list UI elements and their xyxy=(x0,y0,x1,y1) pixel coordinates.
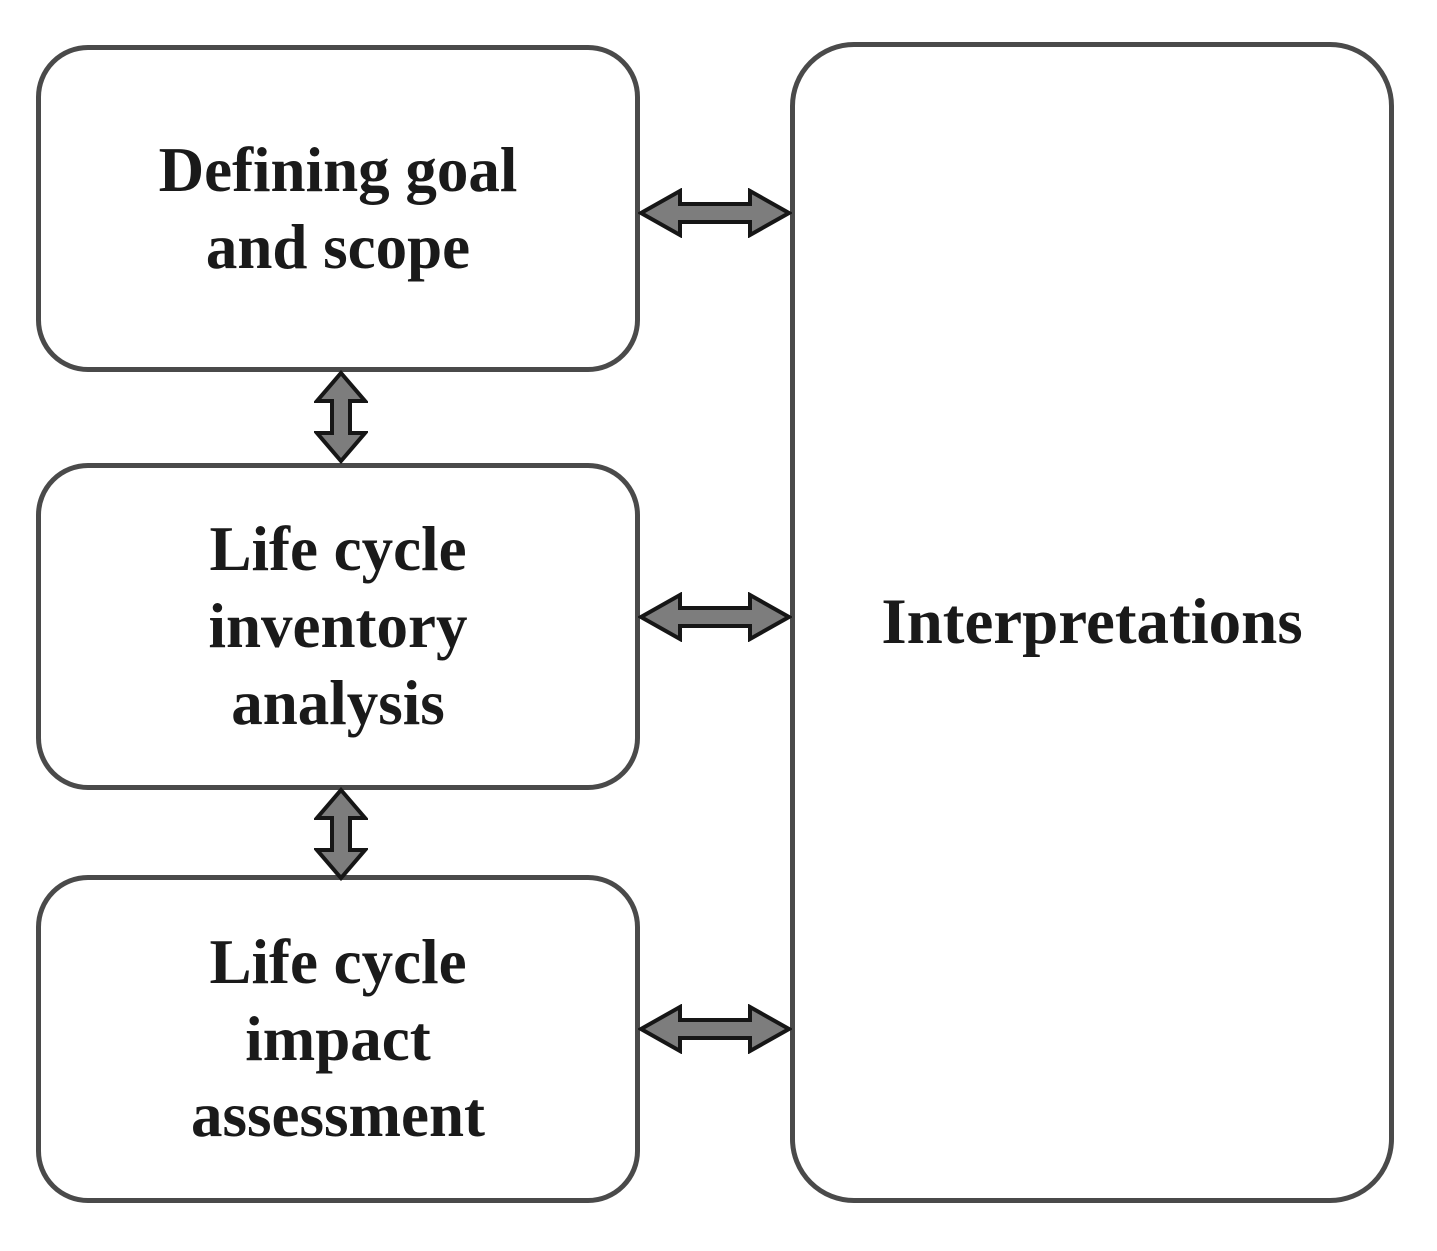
arrow-shape xyxy=(314,370,368,464)
box-label-life-cycle-inventory-analysis: Life cycle inventory analysis xyxy=(208,514,468,738)
bidirectional-arrow-goal-interpretations-icon xyxy=(638,188,792,238)
arrow-shape xyxy=(314,787,368,881)
box-label-life-cycle-impact-assessment: Life cycle impact assessment xyxy=(191,926,485,1151)
box-life-cycle-impact-assessment: Life cycle impact assessment xyxy=(36,875,640,1203)
bidirectional-arrow-impact-interpretations-icon xyxy=(638,1004,792,1054)
arrow-shape xyxy=(638,188,792,238)
bidirectional-arrow-inventory-interpretations-icon xyxy=(638,592,792,642)
box-label-defining-goal-and-scope: Defining goal and scope xyxy=(158,134,518,282)
box-label-interpretations: Interpretations xyxy=(881,585,1303,658)
arrow-shape xyxy=(638,1004,792,1054)
box-life-cycle-inventory-analysis: Life cycle inventory analysis xyxy=(36,463,640,790)
box-defining-goal-and-scope: Defining goal and scope xyxy=(36,45,640,372)
box-interpretations: Interpretations xyxy=(790,42,1394,1203)
arrow-shape xyxy=(638,592,792,642)
bidirectional-arrow-goal-inventory-icon xyxy=(314,370,368,464)
bidirectional-arrow-inventory-impact-icon xyxy=(314,787,368,881)
